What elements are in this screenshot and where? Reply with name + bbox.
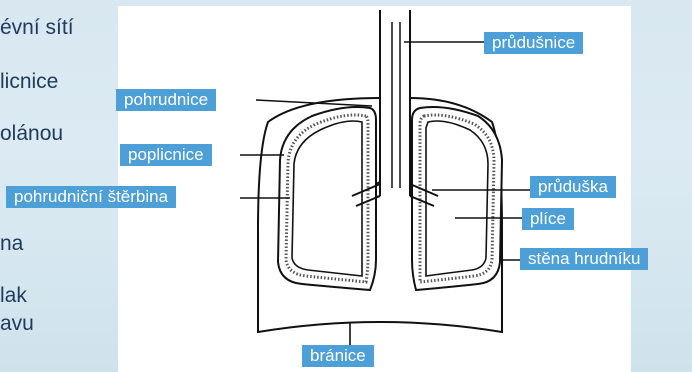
label-pruduska: průduška	[530, 176, 616, 198]
label-pohrudnicni-sterbina: pohrudniční štěrbina	[6, 186, 176, 208]
label-plice: plíce	[522, 208, 574, 230]
label-pohrudnice: pohrudnice	[116, 89, 216, 111]
leader-pohrudnice	[256, 100, 372, 106]
label-branice: bránice	[302, 345, 374, 367]
label-poplicnice: poplicnice	[120, 144, 212, 166]
right-lung	[412, 107, 502, 290]
label-prudusnice: průdušnice	[484, 32, 583, 54]
left-lung	[278, 107, 376, 290]
label-stena-hrudniku: stěna hrudníku	[520, 248, 648, 270]
